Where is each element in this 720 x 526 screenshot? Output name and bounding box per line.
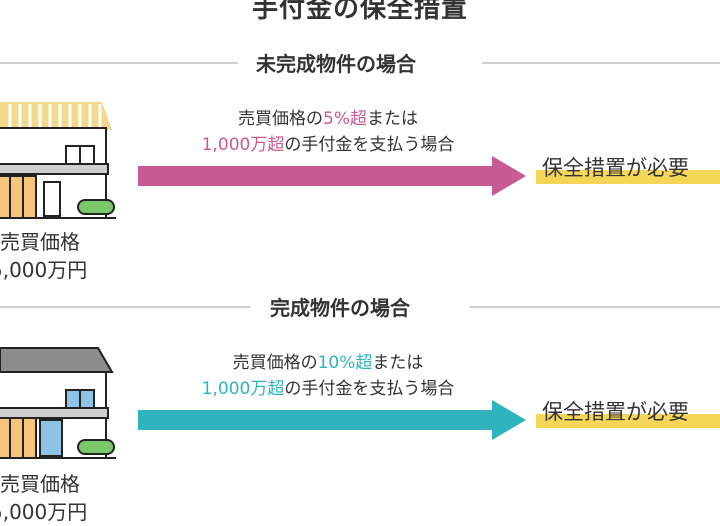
price-label: 売買価格 xyxy=(0,230,80,254)
condition-line-2: 1,000万超の手付金を支払う場合 xyxy=(201,379,455,399)
result-text: 保全措置が必要 xyxy=(542,156,689,180)
result-text: 保全措置が必要 xyxy=(542,400,689,424)
result-highlight xyxy=(536,170,720,184)
house-under-construction-icon xyxy=(0,102,116,219)
condition-text: 売買価格の5%超または 1,000万超の手付金を支払う場合 xyxy=(118,106,538,158)
condition-line-1: 売買価格の5%超または xyxy=(238,109,418,129)
result-highlight xyxy=(536,414,720,428)
page-title: 手付金の保全措置 xyxy=(251,0,468,24)
section-heading-incomplete: 未完成物件の場合 xyxy=(246,48,426,77)
completed-house-icon xyxy=(0,347,116,459)
price-value: 5,000万円 xyxy=(0,258,88,282)
condition-line-2: 1,000万超の手付金を支払う場合 xyxy=(201,135,455,155)
section-divider-right xyxy=(470,306,720,308)
price-label: 売買価格 xyxy=(0,472,80,496)
arrow-complete xyxy=(138,400,526,440)
section-divider-left xyxy=(0,306,250,308)
condition-text: 売買価格の10%超または 1,000万超の手付金を支払う場合 xyxy=(118,350,538,402)
section-divider-left xyxy=(0,62,238,64)
section-heading-complete: 完成物件の場合 xyxy=(260,292,420,321)
price-value: 5,000万円 xyxy=(0,500,88,524)
section-divider-right xyxy=(482,62,720,64)
condition-line-1: 売買価格の10%超または xyxy=(232,353,424,373)
arrow-incomplete xyxy=(138,156,526,196)
